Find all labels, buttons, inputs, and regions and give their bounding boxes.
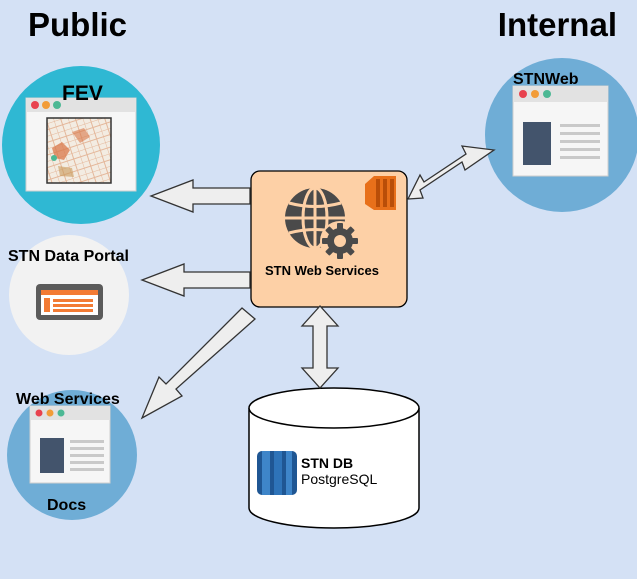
internal-heading: Internal: [497, 6, 617, 43]
fev-node: [2, 66, 160, 224]
arrow-stnweb-bidirectional: [406, 145, 496, 200]
web-page-icon: [36, 284, 103, 320]
web-services-docs-label: Web Services: [16, 391, 120, 408]
web-services-label: STN Web Services: [265, 263, 379, 278]
data-portal-label: STN Data Portal: [8, 248, 129, 265]
database-node: [248, 387, 420, 529]
arrow-to-data-portal: [140, 263, 251, 297]
map-thumbnail-icon: [46, 117, 112, 184]
stnweb-label: STNWeb: [513, 71, 579, 88]
docs-label: Docs: [47, 497, 87, 514]
database-engine: PostgreSQL: [301, 471, 378, 487]
arrow-to-fev: [149, 179, 251, 213]
data-portal-node: [9, 235, 129, 355]
database-name: STN DB: [301, 455, 354, 471]
database-label: STN DB PostgreSQL: [301, 455, 377, 487]
arrow-db-bidirectional: [300, 305, 340, 389]
globe-gear-icon: [285, 186, 360, 261]
stnweb-node: [485, 58, 637, 212]
database-icon: [257, 451, 297, 495]
web-services-docs-node: [7, 390, 137, 520]
browser-window-icon: [512, 85, 609, 177]
browser-window-icon: [29, 405, 111, 484]
arrow-to-docs: [140, 307, 256, 420]
fev-label: FEV: [62, 82, 103, 105]
web-services-node: [250, 170, 408, 308]
aws-server-icon: [365, 176, 396, 210]
public-heading: Public: [28, 6, 128, 43]
